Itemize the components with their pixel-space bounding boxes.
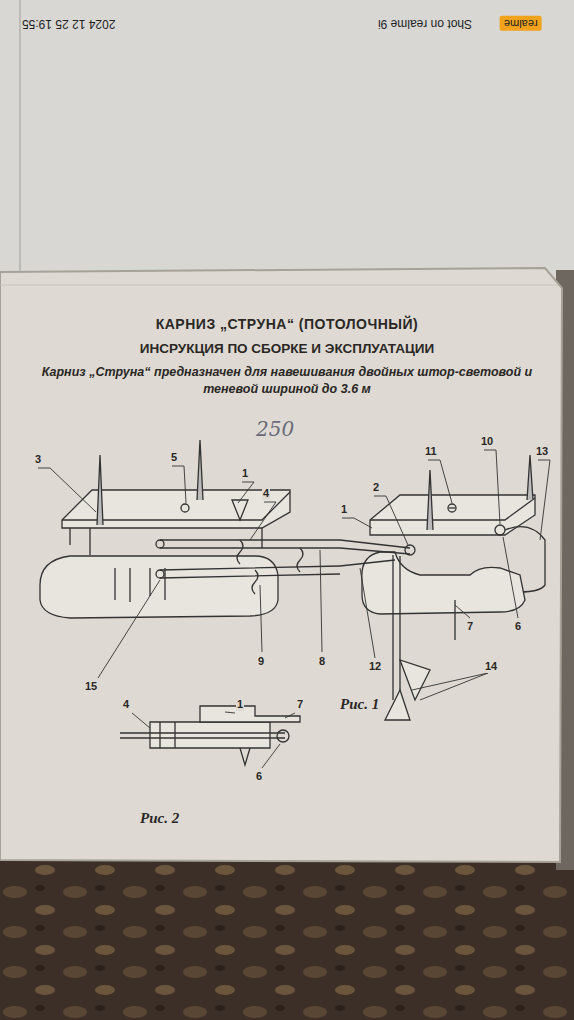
figure-caption: Рис. 1 [340, 696, 379, 713]
background-paper [0, 0, 574, 280]
callout-number: 10 [480, 435, 494, 448]
box-lid [0, 268, 562, 862]
callout-number: 4 [122, 698, 130, 711]
callout-number: 11 [424, 445, 438, 458]
callout-number: 5 [170, 451, 178, 464]
figure-caption: Рис. 2 [140, 810, 179, 827]
callout-number: 1 [340, 503, 348, 516]
description: Карниз „Струна“ предназначен для навешив… [22, 364, 552, 398]
callout-number: 7 [296, 698, 304, 711]
callout-number: 14 [484, 660, 498, 673]
subtitle: ИНСРУКЦИЯ ПО СБОРКЕ И ЭКСПЛУАТАЦИИ [20, 341, 554, 357]
callout-number: 2 [372, 481, 380, 494]
title: КАРНИЗ „СТРУНА“ (ПОТОЛОЧНЫЙ) [20, 316, 554, 332]
callout-number: 15 [84, 680, 98, 693]
callout-number: 4 [262, 487, 270, 500]
callout-number: 1 [236, 698, 244, 711]
callout-number: 9 [257, 655, 265, 668]
watermark: Shot on realme 9i [378, 16, 472, 30]
leader-lines [38, 450, 550, 768]
callout-number: 13 [535, 445, 549, 458]
table-surface [0, 860, 574, 1020]
cornice-drawing [40, 440, 545, 765]
callout-number: 1 [241, 467, 249, 480]
callout-number: 6 [255, 770, 263, 783]
handwritten-note: 250 [256, 418, 294, 441]
callout-number: 6 [514, 620, 522, 633]
watermark-logo: realme [500, 16, 542, 31]
callout-number: 7 [466, 620, 474, 633]
callout-number: 3 [34, 453, 42, 466]
callout-number: 12 [368, 660, 382, 673]
callout-number: 8 [318, 655, 326, 668]
timestamp: 2024 12 25 19:55 [22, 16, 115, 30]
